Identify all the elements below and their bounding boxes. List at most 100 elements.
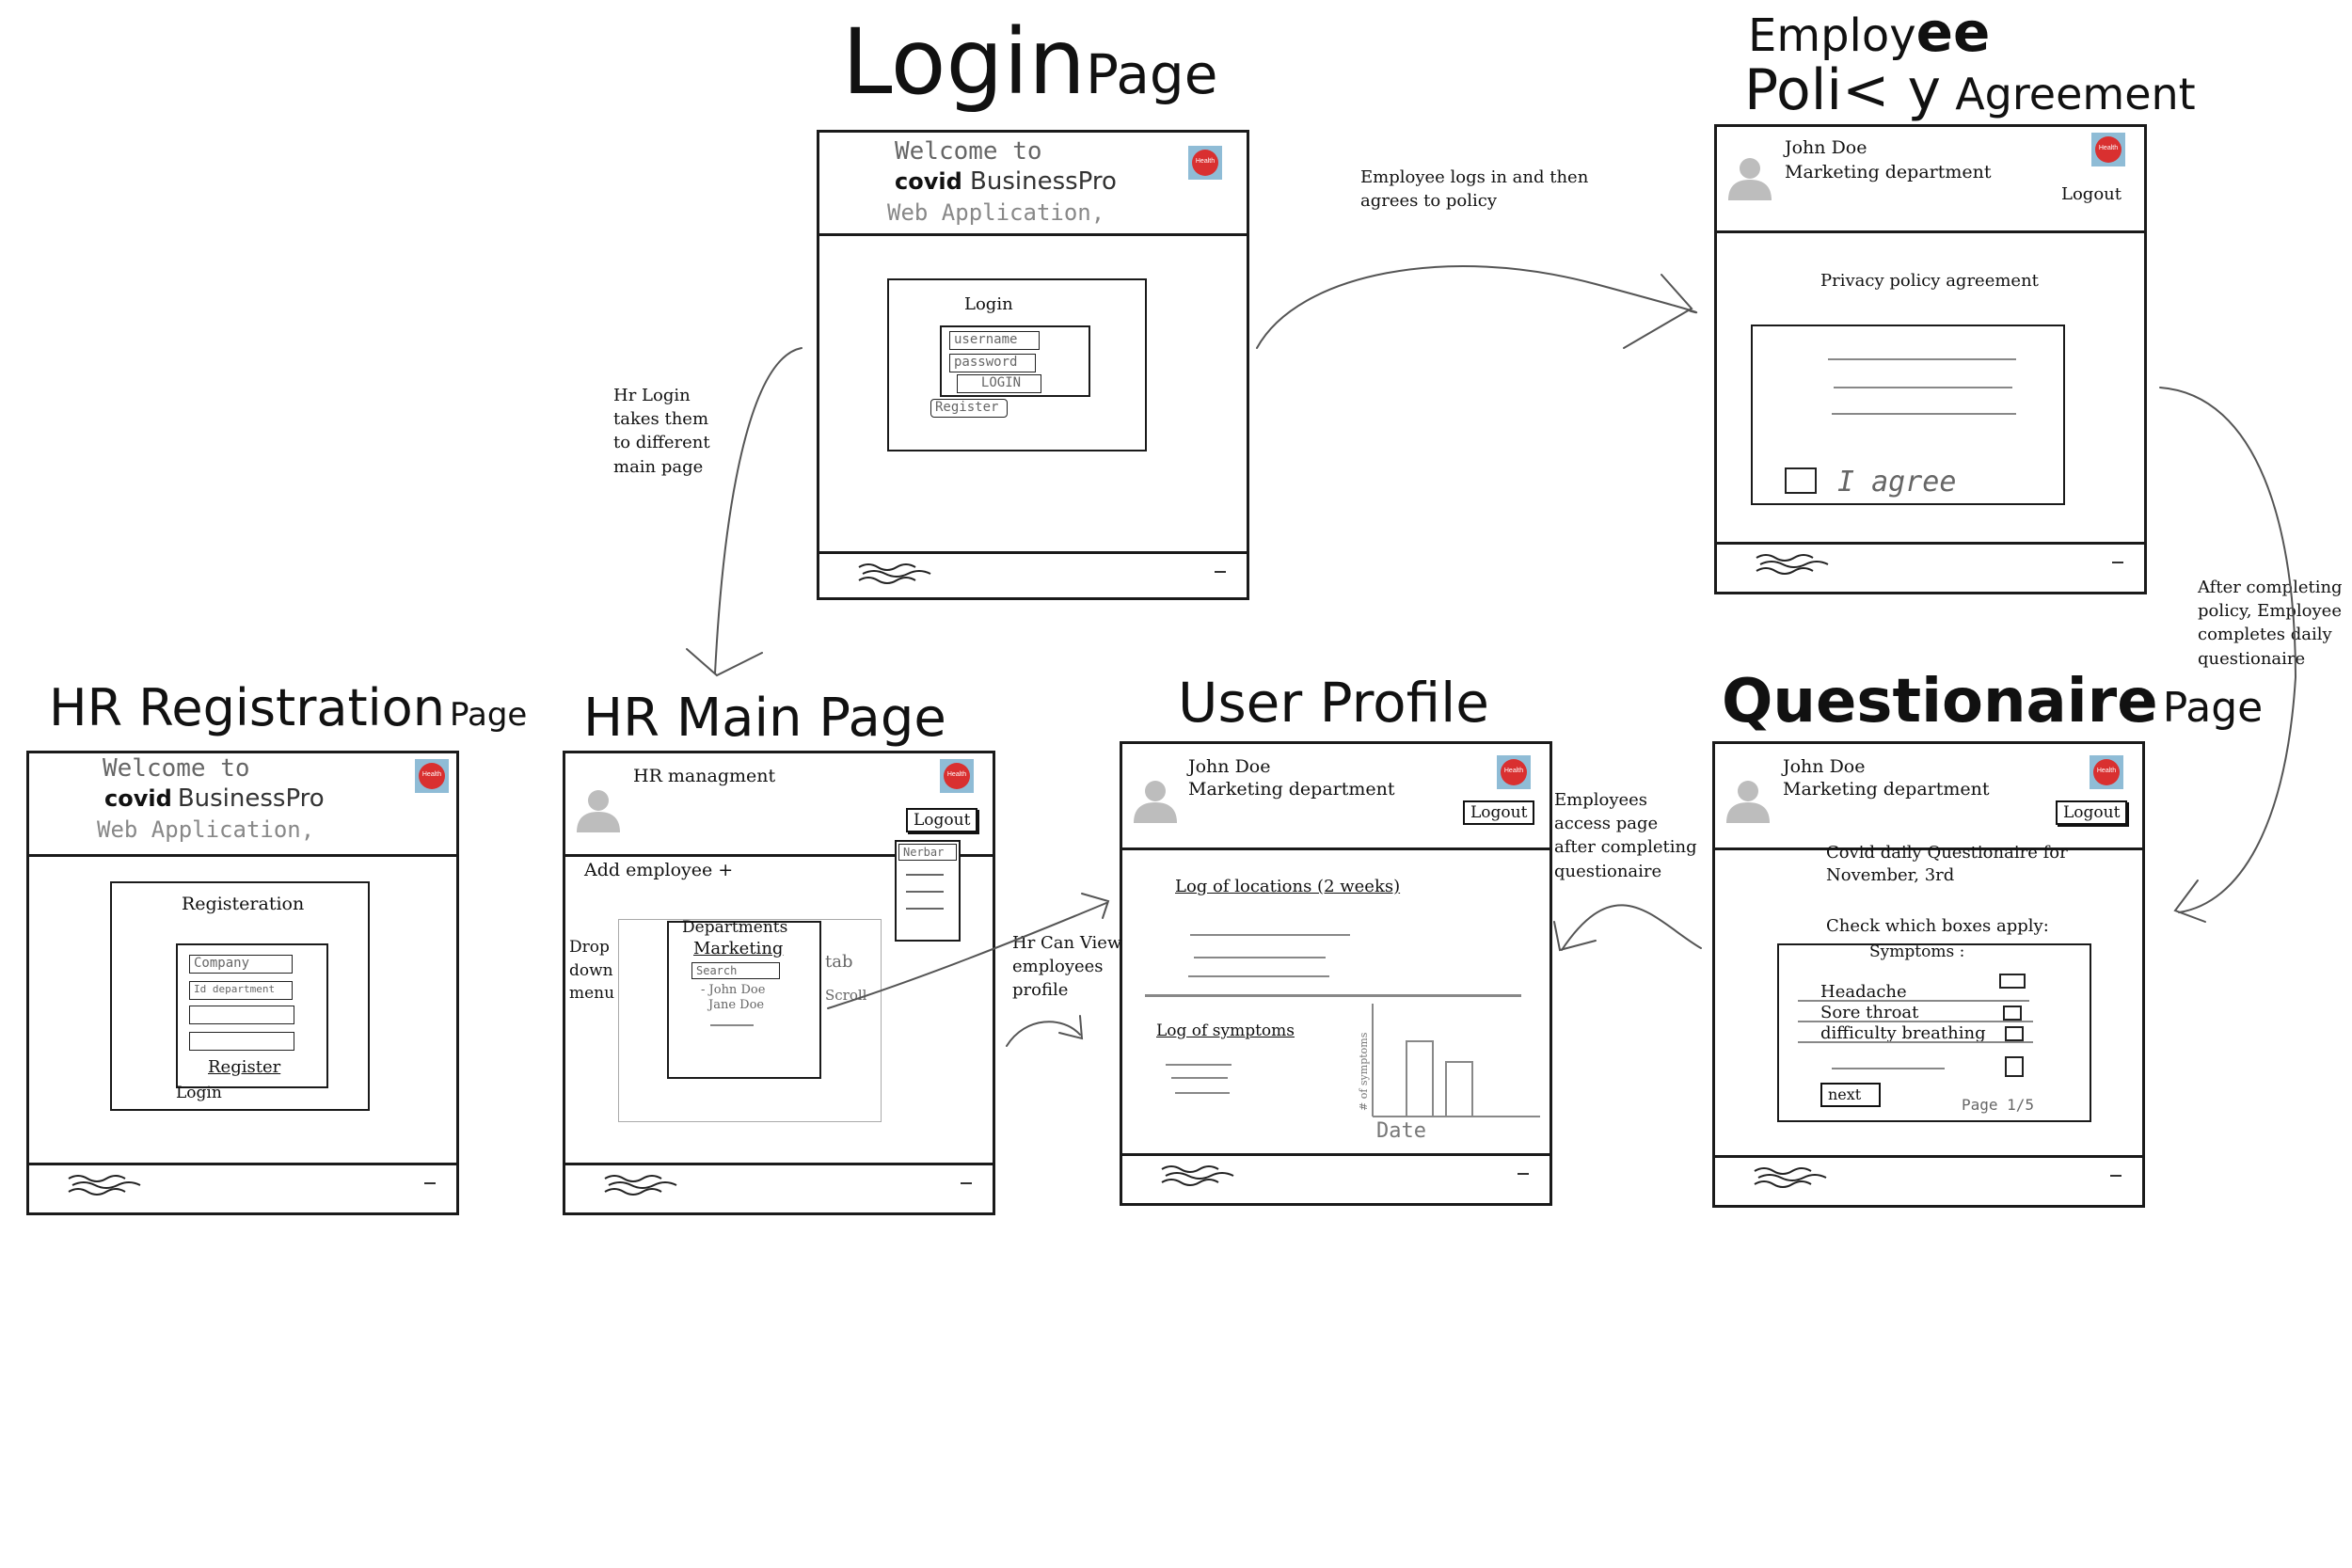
apple-icon: Health <box>2093 759 2120 785</box>
annotation-tab: tab <box>825 952 853 972</box>
chart-bar <box>1445 1061 1473 1117</box>
symptom-checkbox-headache[interactable] <box>1999 974 2026 989</box>
questionnaire-intro-line2: November, 3rd <box>1826 865 1955 885</box>
registration-input-3[interactable] <box>189 1006 294 1024</box>
logo-text: Health <box>2098 145 2119 151</box>
questionnaire-next-button[interactable]: next <box>1820 1083 1881 1107</box>
questionnaire-logout-button[interactable]: Logout <box>2056 800 2128 825</box>
departments-label: Departments <box>682 918 788 937</box>
arrowhead <box>1623 274 1693 349</box>
hr-registration-footer <box>29 1163 456 1212</box>
department-tab-marketing[interactable]: Marketing <box>693 939 784 958</box>
questionnaire-title-main: Questionaire <box>1722 667 2158 736</box>
login-header: Welcome to covid BusinessPro Web Applica… <box>819 133 1247 236</box>
avatar-icon <box>1728 158 1772 200</box>
arrowhead <box>2173 879 2206 923</box>
symptom-row-divider <box>1798 1041 2033 1043</box>
hr-main-content-outline <box>618 919 882 1122</box>
policy-text-line <box>1834 387 2012 388</box>
chart-y-label: # of symptoms <box>1358 1032 1370 1111</box>
dropdown-item[interactable] <box>906 891 944 893</box>
health-logo: Health <box>940 759 974 793</box>
policy-text-box: I agree <box>1751 325 2065 505</box>
hr-main-frame: HR managment Logout Health Nerbar Add em… <box>563 751 995 1215</box>
symptoms-heading: Symptoms : <box>1869 942 1965 961</box>
health-logo: Health <box>1188 146 1222 180</box>
annotation-line: After completing <box>2198 578 2343 597</box>
avatar-icon <box>1134 781 1177 823</box>
agree-checkbox[interactable] <box>1785 467 1817 494</box>
arrow-login-to-hr-main <box>714 347 803 674</box>
registration-register-button[interactable]: Register <box>208 1057 281 1077</box>
hr-registration-frame: Welcome to covid BusinessPro Web Applica… <box>26 751 459 1215</box>
login-form-title: Login <box>964 294 1013 314</box>
hr-registration-title: HR Registration Page <box>49 683 527 734</box>
login-title-main: Login <box>842 9 1086 115</box>
add-employee-button[interactable]: Add employee + <box>584 860 734 880</box>
symptom-checkbox-extra[interactable] <box>2005 1056 2024 1077</box>
annotation-line: profile <box>1012 980 1069 1001</box>
symptoms-panel: Symptoms : Headache Sore throat difficul… <box>1777 942 2091 1122</box>
login-welcome-line1: Welcome to <box>895 137 1042 166</box>
registration-fields-box: Company Id department Register <box>176 943 328 1088</box>
annotation-line: takes them <box>613 409 709 430</box>
departments-panel: Departments Marketing Search - John Doe … <box>667 918 821 1079</box>
symptom-row-divider <box>1798 1000 2029 1002</box>
policy-text-line <box>1828 358 2016 360</box>
login-fields-box: username password LOGIN <box>940 325 1090 397</box>
employee-list-item[interactable]: - John Doe <box>701 983 766 997</box>
annotation-line: employees <box>1012 957 1104 977</box>
log-of-symptoms-label: Log of symptoms <box>1156 1022 1295 1040</box>
login-welcome-line2: covid BusinessPro <box>895 166 1117 198</box>
dropdown-item[interactable] <box>906 874 944 876</box>
hr-registration-title-main: HR Registration <box>49 678 445 737</box>
policy-title-employ: Employ <box>1748 9 1916 62</box>
employee-list-item[interactable] <box>710 1024 754 1026</box>
footer-squiggle-icon <box>1754 1167 1827 1188</box>
password-input[interactable]: password <box>949 354 1036 372</box>
avatar-icon <box>577 790 620 832</box>
questionnaire-user-department: Marketing department <box>1783 779 1990 800</box>
profile-logout-button[interactable]: Logout <box>1463 800 1535 825</box>
login-button[interactable]: LOGIN <box>957 374 1041 393</box>
hr-reg-welcome-businesspro: BusinessPro <box>177 784 325 813</box>
chart-bar <box>1406 1040 1434 1117</box>
annotation-line: access page <box>1554 814 1659 834</box>
footer-dash <box>2110 1175 2122 1177</box>
policy-logout-link[interactable]: Logout <box>2061 184 2122 204</box>
footer-squiggle-icon <box>68 1175 141 1196</box>
username-input[interactable]: username <box>949 331 1040 350</box>
user-profile-footer <box>1122 1153 1549 1203</box>
annotation-line: Employee logs in and then <box>1360 167 1589 187</box>
employee-list-item[interactable]: Jane Doe <box>708 998 765 1012</box>
arrowhead <box>1058 1015 1084 1040</box>
company-input[interactable]: Company <box>189 955 293 974</box>
hr-main-dropdown-menu[interactable]: Nerbar <box>895 840 961 942</box>
policy-page-frame: John Doe Marketing department Logout Hea… <box>1714 124 2147 594</box>
policy-page-title: Employee Poli< y Agreement <box>1744 4 2196 120</box>
chart-x-label: Date <box>1376 1119 1426 1139</box>
symptoms-chart: # of symptoms Date <box>1358 1004 1540 1139</box>
footer-squiggle-icon <box>604 1175 677 1196</box>
logo-text: Health <box>1503 768 1524 774</box>
symptom-checkbox-difficulty-breathing[interactable] <box>2005 1026 2024 1041</box>
symptom-entry-line <box>1171 1077 1228 1079</box>
apple-icon: Health <box>1192 150 1218 176</box>
hr-main-logout-button[interactable]: Logout <box>906 808 978 832</box>
login-welcome-line3: Web Application, <box>887 199 1105 226</box>
symptom-entry-line <box>1175 1092 1230 1094</box>
registration-input-4[interactable] <box>189 1032 294 1051</box>
logo-text: Health <box>421 771 442 778</box>
register-button[interactable]: Register <box>930 399 1008 418</box>
department-search-input[interactable]: Search <box>691 962 780 979</box>
registration-login-link[interactable]: Login <box>176 1084 222 1102</box>
dropdown-label: Nerbar <box>898 844 957 861</box>
hr-main-title: HR Main Page <box>583 688 946 749</box>
questionnaire-frame: John Doe Marketing department Logout Hea… <box>1712 741 2145 1208</box>
dropdown-item[interactable] <box>906 908 944 910</box>
symptom-checkbox-sore-throat[interactable] <box>2003 1006 2022 1021</box>
footer-dash <box>1518 1173 1529 1175</box>
login-welcome-businesspro: BusinessPro <box>970 167 1117 196</box>
id-department-input[interactable]: Id department <box>189 981 293 1000</box>
login-title-suffix: Page <box>1085 42 1218 106</box>
